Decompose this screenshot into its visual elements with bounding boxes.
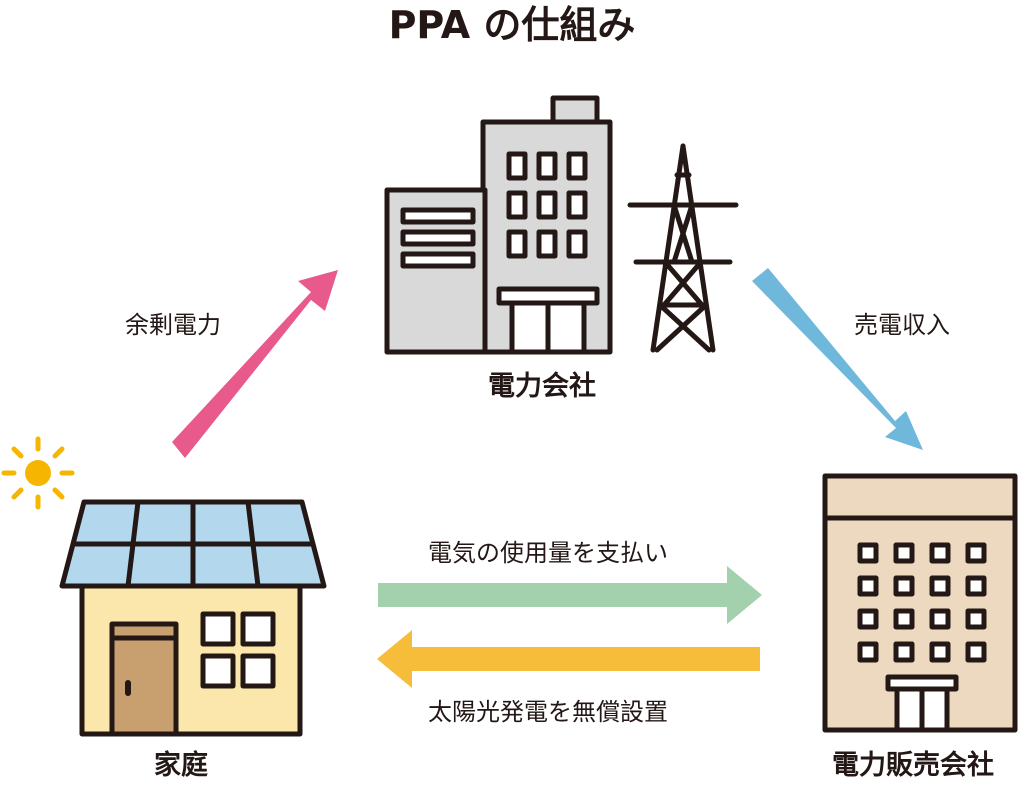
surplus-power-arrow [172, 270, 338, 458]
usage-payment-label: 電気の使用量を支払い [428, 539, 668, 567]
power-company-building-icon [384, 95, 613, 355]
transmission-tower-icon [627, 143, 739, 353]
retailer-label: 電力販売会社 [832, 750, 994, 781]
sales-revenue-label: 売電収入 [854, 311, 950, 339]
usage-payment-arrow [378, 566, 762, 624]
home-label: 家庭 [154, 750, 208, 781]
free-install-label: 太陽光発電を無償設置 [428, 698, 668, 726]
free-install-arrow [377, 630, 760, 688]
surplus-power-label: 余剰電力 [125, 311, 221, 339]
diagram-title: PPA の仕組み [388, 3, 636, 47]
sun-icon [1, 436, 75, 510]
power-company-label: 電力会社 [488, 371, 596, 402]
sales-revenue-arrow [752, 268, 923, 450]
house-icon [59, 499, 327, 737]
retailer-building-icon [822, 473, 1018, 733]
